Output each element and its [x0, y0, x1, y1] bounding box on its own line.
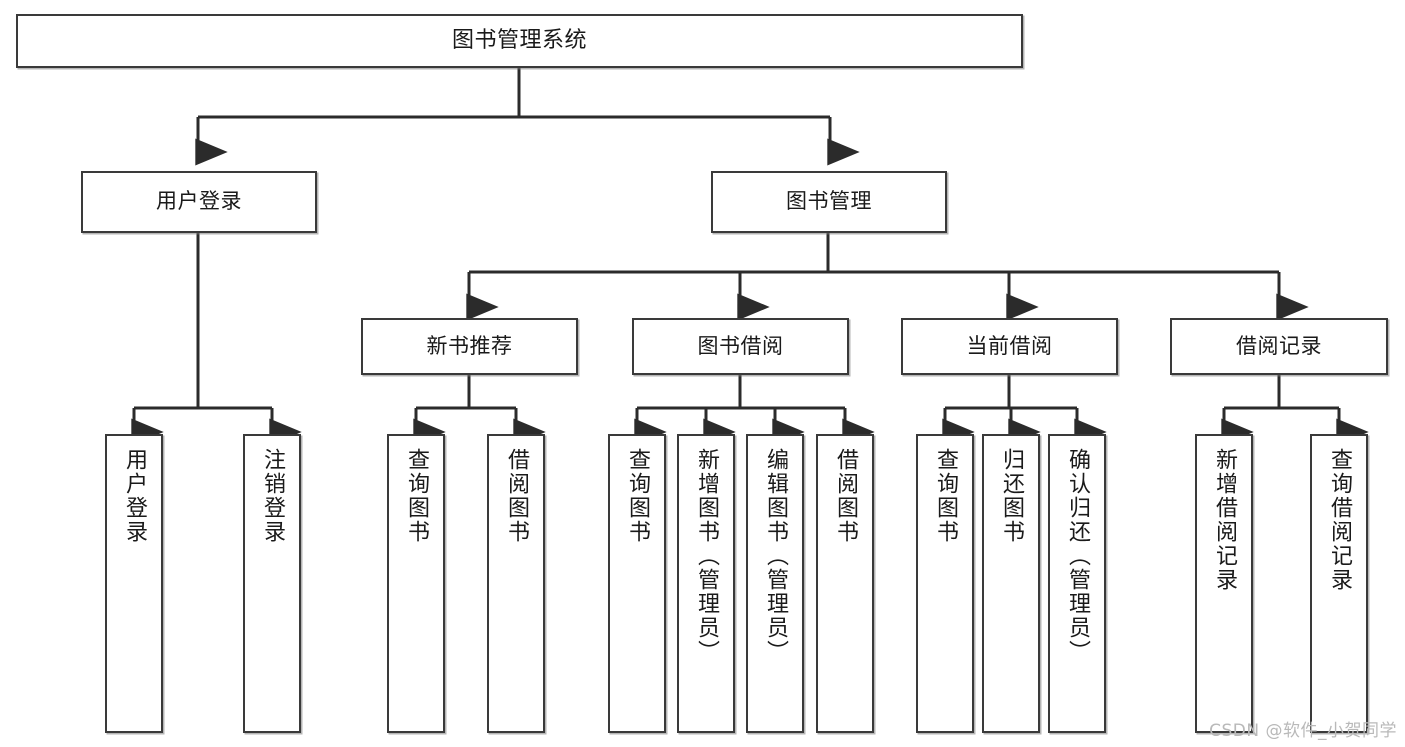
node-leaf-query-record[interactable]: 查询借阅记录	[1310, 434, 1368, 733]
node-leaf-return-book-label: 归还图书	[999, 448, 1024, 544]
node-leaf-edit-book-label: 编辑图书（管理员）	[763, 448, 788, 664]
node-leaf-borrow-book-1-label: 借阅图书	[504, 448, 529, 544]
node-new-book-recommend-label: 新书推荐	[426, 333, 513, 358]
node-new-book-recommend[interactable]: 新书推荐	[361, 318, 578, 375]
csdn-watermark: CSDN @软件_小贺同学	[1209, 721, 1397, 741]
node-book-borrow[interactable]: 图书借阅	[632, 318, 849, 375]
node-book-manage[interactable]: 图书管理	[711, 171, 947, 233]
node-leaf-confirm-return[interactable]: 确认归还（管理员）	[1048, 434, 1106, 733]
node-leaf-user-logout-label: 注销登录	[260, 448, 285, 544]
node-leaf-user-login[interactable]: 用户登录	[105, 434, 163, 733]
node-leaf-query-book-3[interactable]: 查询图书	[916, 434, 974, 733]
node-leaf-query-book-3-label: 查询图书	[933, 448, 958, 544]
node-user-login[interactable]: 用户登录	[81, 171, 317, 233]
node-leaf-query-book-1-label: 查询图书	[404, 448, 429, 544]
node-leaf-borrow-book-2-label: 借阅图书	[833, 448, 858, 544]
node-leaf-return-book[interactable]: 归还图书	[982, 434, 1040, 733]
node-leaf-user-logout[interactable]: 注销登录	[243, 434, 301, 733]
node-root[interactable]: 图书管理系统	[16, 14, 1023, 68]
node-current-borrow[interactable]: 当前借阅	[901, 318, 1118, 375]
node-book-borrow-label: 图书借阅	[697, 333, 784, 358]
node-leaf-add-book-label: 新增图书（管理员）	[694, 448, 719, 664]
node-leaf-edit-book[interactable]: 编辑图书（管理员）	[746, 434, 804, 733]
node-leaf-user-login-label: 用户登录	[122, 448, 147, 544]
node-current-borrow-label: 当前借阅	[966, 333, 1053, 358]
node-leaf-borrow-book-2[interactable]: 借阅图书	[816, 434, 874, 733]
node-leaf-add-book[interactable]: 新增图书（管理员）	[677, 434, 735, 733]
node-leaf-query-record-label: 查询借阅记录	[1327, 448, 1352, 592]
node-leaf-query-book-2[interactable]: 查询图书	[608, 434, 666, 733]
node-book-manage-label: 图书管理	[786, 189, 872, 214]
node-borrow-record-label: 借阅记录	[1236, 333, 1322, 358]
node-leaf-confirm-return-label: 确认归还（管理员）	[1065, 448, 1090, 664]
node-leaf-add-record[interactable]: 新增借阅记录	[1195, 434, 1253, 733]
node-leaf-borrow-book-1[interactable]: 借阅图书	[487, 434, 545, 733]
node-leaf-query-book-1[interactable]: 查询图书	[387, 434, 445, 733]
node-leaf-query-book-2-label: 查询图书	[625, 448, 650, 544]
node-root-label: 图书管理系统	[451, 27, 587, 53]
node-user-login-label: 用户登录	[156, 189, 242, 214]
node-borrow-record[interactable]: 借阅记录	[1170, 318, 1388, 375]
node-leaf-add-record-label: 新增借阅记录	[1212, 448, 1237, 592]
